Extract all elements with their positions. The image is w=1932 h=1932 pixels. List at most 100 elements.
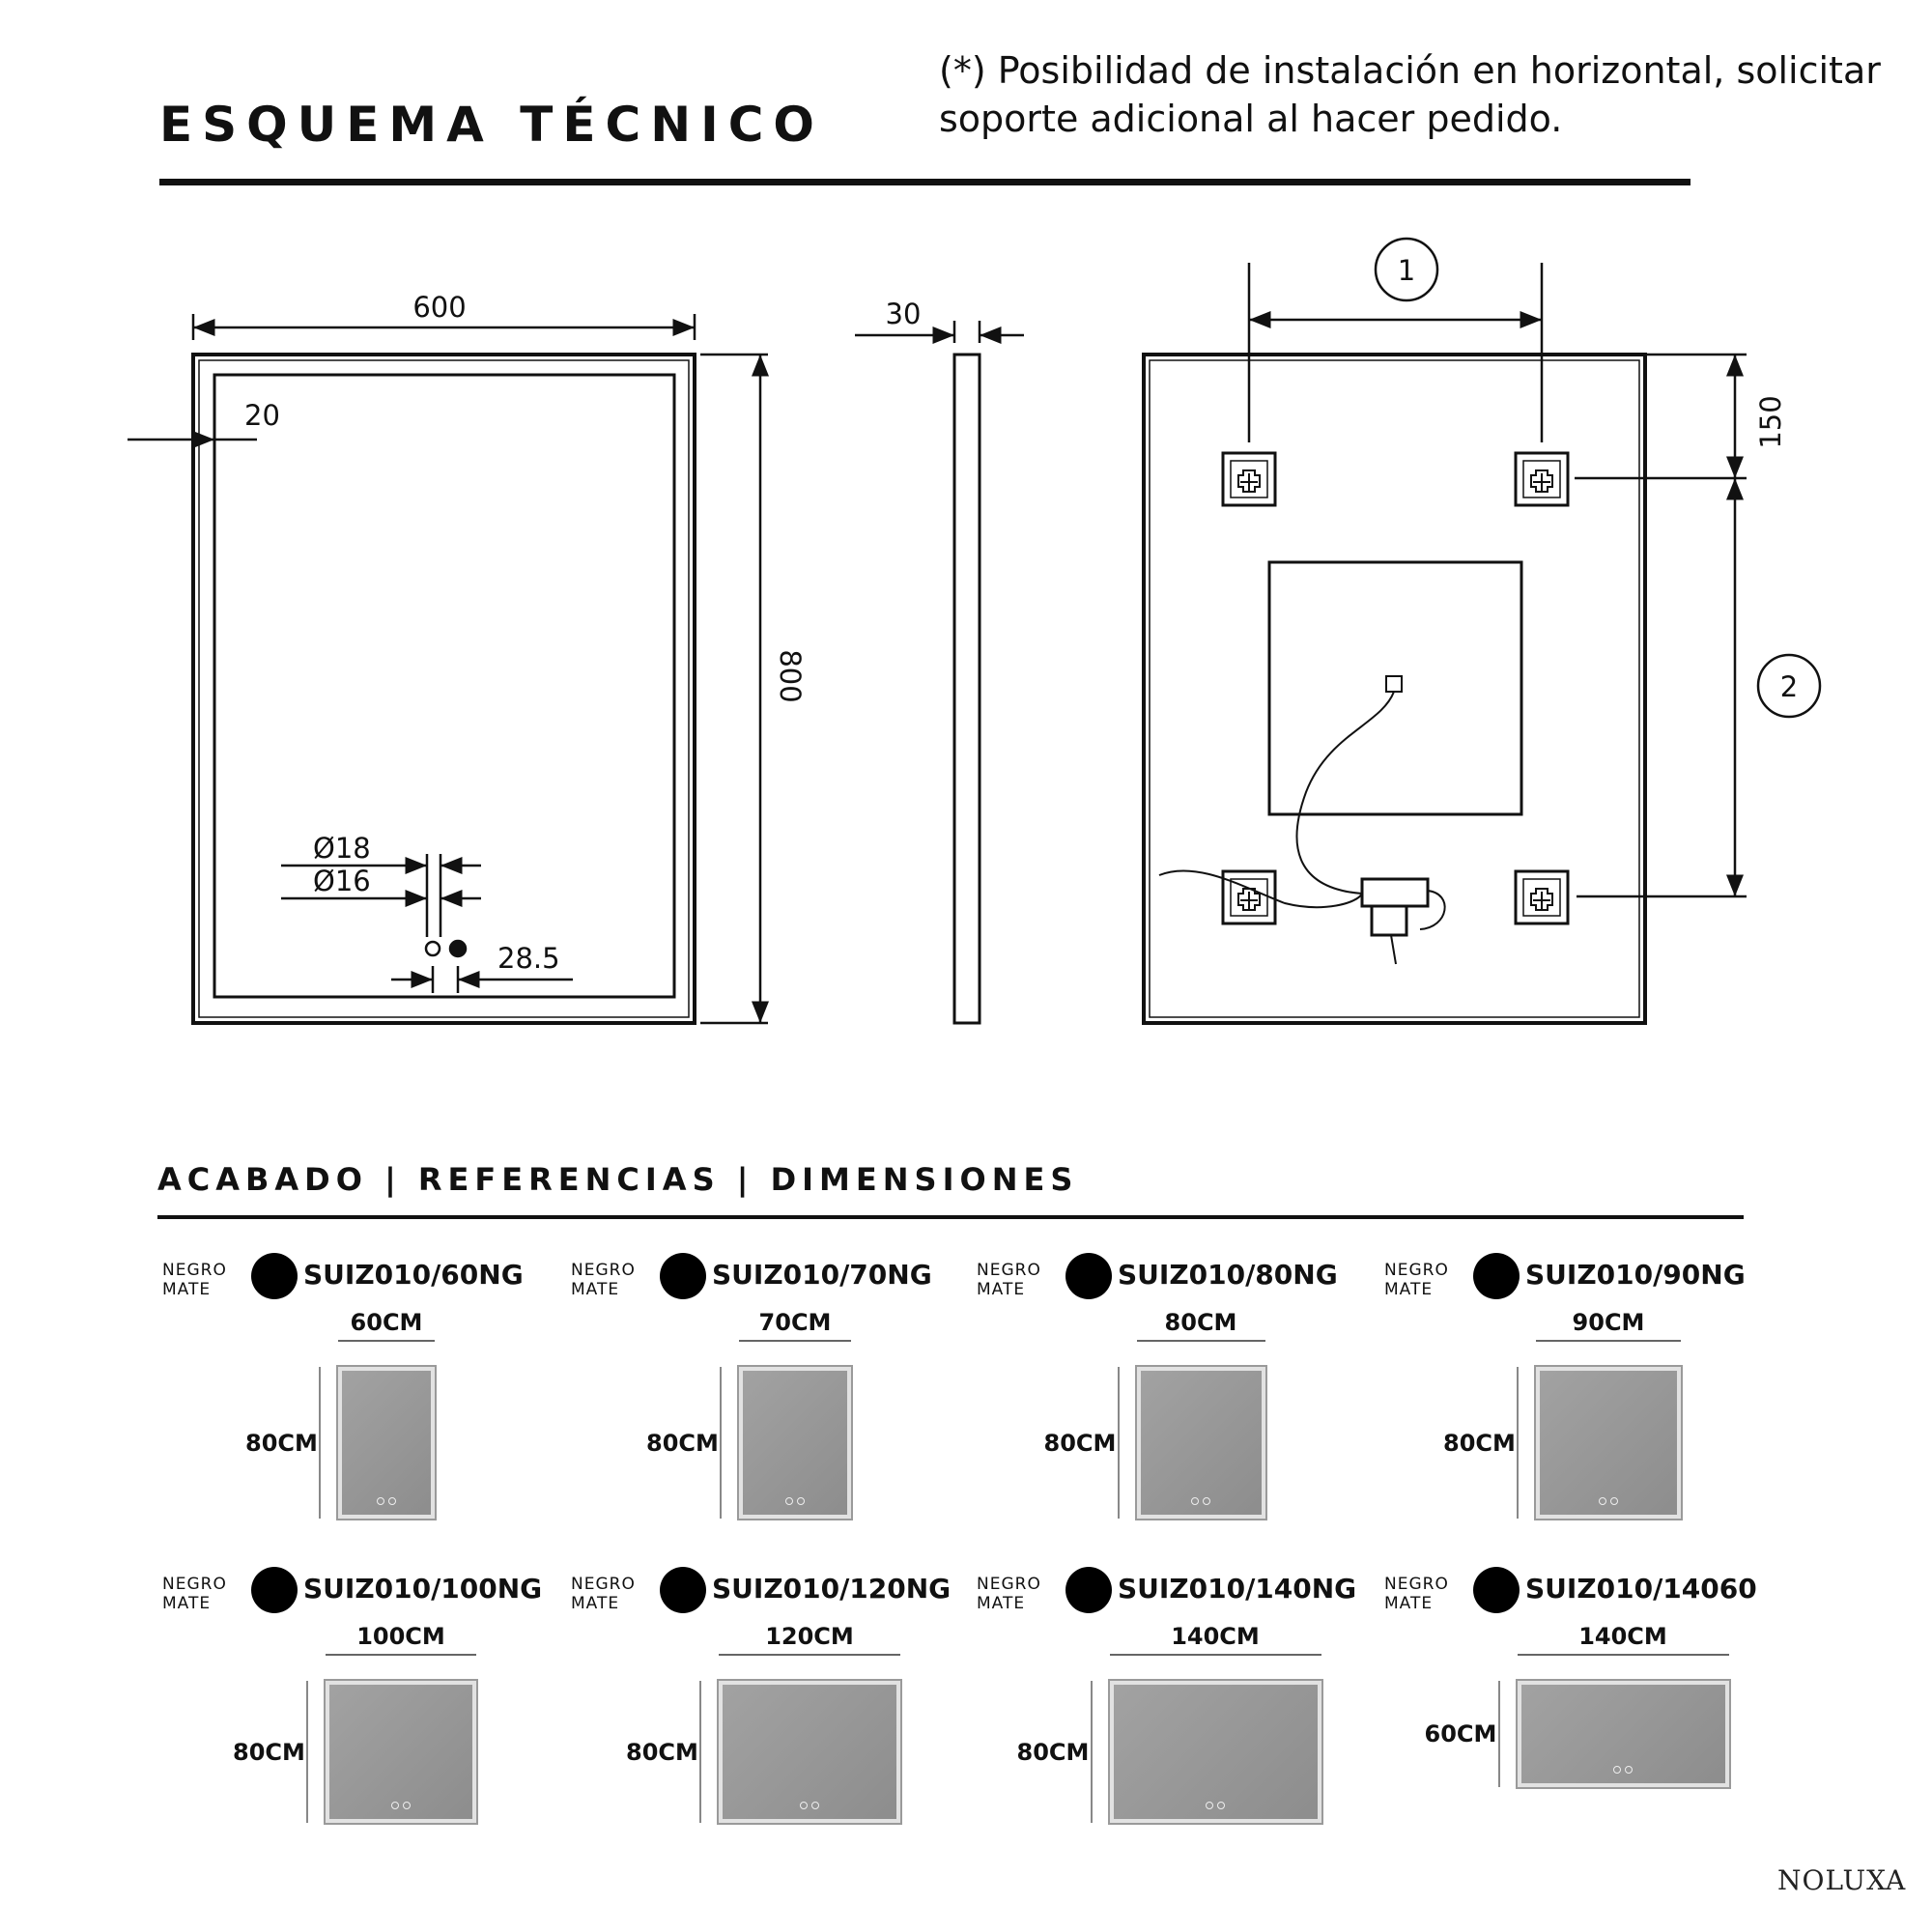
- installation-note: (*) Posibilidad de instalación en horizo…: [939, 49, 1881, 140]
- color-swatch: [1473, 1567, 1520, 1613]
- width-label: 140CM: [1578, 1623, 1667, 1650]
- dim-height: 800: [774, 649, 807, 702]
- finish-line-2: MATE: [1384, 1594, 1434, 1613]
- product-reference: SUIZ010/14060: [1525, 1573, 1757, 1605]
- color-swatch: [1473, 1253, 1520, 1299]
- width-label: 80CM: [1164, 1309, 1237, 1336]
- height-label: 60CM: [1424, 1720, 1497, 1747]
- width-label: 60CM: [350, 1309, 423, 1336]
- width-line: [719, 1654, 900, 1656]
- mirror-thumbnail: [719, 1681, 900, 1823]
- width-line: [1517, 1654, 1729, 1656]
- height-line: [319, 1367, 321, 1519]
- color-swatch: [251, 1567, 298, 1613]
- front-view: [128, 314, 769, 1025]
- finish-line-1: NEGRO: [977, 1575, 1041, 1594]
- finish-line-1: NEGRO: [1384, 1575, 1449, 1594]
- finish-line-1: NEGRO: [162, 1575, 227, 1594]
- height-label: 80CM: [1043, 1429, 1117, 1457]
- color-swatch: [660, 1567, 706, 1613]
- touch-buttons: [1613, 1766, 1633, 1774]
- height-line: [720, 1367, 722, 1519]
- height-line: [1497, 1681, 1500, 1787]
- touch-buttons: [1599, 1497, 1618, 1505]
- product-reference: SUIZ010/120NG: [712, 1573, 952, 1605]
- dim-width: 600: [412, 291, 466, 324]
- height-line: [1090, 1681, 1093, 1823]
- height-line: [1517, 1367, 1519, 1519]
- width-line: [326, 1654, 476, 1656]
- product-reference: SUIZ010/80NG: [1118, 1259, 1338, 1291]
- dim-d16: Ø16: [313, 865, 371, 897]
- finish-line-2: MATE: [977, 1280, 1026, 1299]
- finish-line-1: NEGRO: [977, 1261, 1041, 1280]
- technical-drawing: 600 800 20 Ø18 Ø16 28.5 30 1 2 150: [128, 237, 1822, 1025]
- finish-line-1: NEGRO: [571, 1575, 636, 1594]
- section-title: ACABADO | REFERENCIAS | DIMENSIONES: [157, 1161, 1079, 1198]
- callout-2: 2: [1780, 670, 1798, 703]
- touch-buttons: [800, 1802, 819, 1809]
- dim-d18: Ø18: [313, 832, 371, 865]
- height-line: [699, 1681, 701, 1823]
- dim-border: 20: [244, 399, 280, 432]
- finish-line-2: MATE: [571, 1280, 620, 1299]
- mirror-thumbnail: [739, 1367, 851, 1519]
- height-label: 80CM: [233, 1738, 305, 1766]
- finish-line-2: MATE: [162, 1594, 212, 1613]
- height-label: 80CM: [626, 1738, 698, 1766]
- finish-line-1: NEGRO: [1384, 1261, 1449, 1280]
- touch-buttons: [377, 1497, 396, 1505]
- width-line: [739, 1340, 851, 1342]
- product-reference: SUIZ010/100NG: [303, 1573, 543, 1605]
- width-label: 70CM: [758, 1309, 832, 1336]
- finish-line-1: NEGRO: [162, 1261, 227, 1280]
- brand-logo: NOLUXA: [1777, 1864, 1907, 1896]
- callout-1: 1: [1398, 254, 1415, 287]
- product-reference: SUIZ010/140NG: [1118, 1573, 1357, 1605]
- mirror-thumbnail: [1136, 1367, 1265, 1519]
- mirror-thumbnail: [326, 1681, 476, 1823]
- mirror-thumbnail: [1109, 1681, 1321, 1823]
- header-rule: [159, 179, 1690, 185]
- width-label: 120CM: [765, 1623, 854, 1650]
- width-line: [1109, 1654, 1321, 1656]
- side-view: [855, 321, 1024, 1025]
- touch-buttons: [1191, 1497, 1210, 1505]
- height-line: [1117, 1367, 1120, 1519]
- color-swatch: [1065, 1567, 1112, 1613]
- color-swatch: [251, 1253, 298, 1299]
- dim-spacing: 28.5: [497, 942, 560, 975]
- height-label: 80CM: [245, 1429, 318, 1457]
- width-label: 100CM: [356, 1623, 445, 1650]
- finish-line-2: MATE: [1384, 1280, 1434, 1299]
- color-swatch: [1065, 1253, 1112, 1299]
- width-line: [338, 1340, 435, 1342]
- width-label: 140CM: [1171, 1623, 1260, 1650]
- finish-line-1: NEGRO: [571, 1261, 636, 1280]
- section-rule: [157, 1215, 1744, 1219]
- finish-line-2: MATE: [977, 1594, 1026, 1613]
- product-reference: SUIZ010/70NG: [712, 1259, 932, 1291]
- mirror-thumbnail: [1517, 1681, 1729, 1787]
- width-line: [1136, 1340, 1265, 1342]
- mirror-thumbnail: [1536, 1367, 1681, 1519]
- height-label: 80CM: [646, 1429, 719, 1457]
- touch-buttons: [785, 1497, 805, 1505]
- touch-buttons: [1206, 1802, 1225, 1809]
- product-reference: SUIZ010/90NG: [1525, 1259, 1746, 1291]
- height-line: [306, 1681, 308, 1823]
- finish-line-2: MATE: [162, 1280, 212, 1299]
